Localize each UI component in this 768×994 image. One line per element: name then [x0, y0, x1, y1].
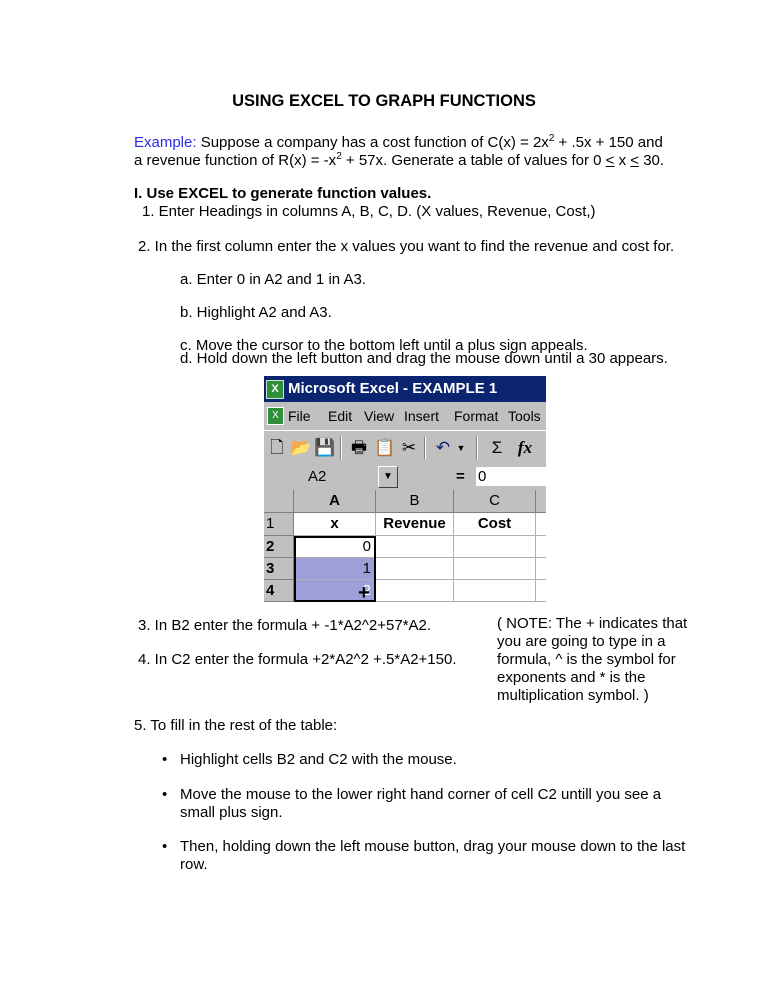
menu-file[interactable]: File: [288, 408, 311, 424]
step-2b: b. Highlight A2 and A3.: [180, 304, 332, 321]
bullet-icon: •: [162, 786, 168, 803]
toolbar-separator: [476, 437, 478, 459]
cell-c4[interactable]: [454, 580, 536, 602]
function-wizard-icon[interactable]: fx: [517, 438, 533, 457]
step-5: 5. To fill in the rest of the table:: [134, 717, 338, 734]
excel-title-bar: X Microsoft Excel - EXAMPLE 1: [264, 376, 546, 402]
step-2c: c. Move the cursor to the bottom left un…: [180, 337, 588, 354]
excel-toolbar: 🗋 📂 💾 🖶 📋 ✂ ↶ ▼ Σ fx: [264, 430, 546, 465]
menu-format[interactable]: Format: [454, 408, 499, 424]
column-header-b[interactable]: B: [376, 490, 454, 513]
cell-c1[interactable]: Cost: [454, 513, 536, 536]
name-box-dropdown-icon[interactable]: ▼: [378, 466, 398, 488]
row-header-3[interactable]: 3: [264, 558, 294, 580]
cell-d3[interactable]: [536, 558, 546, 580]
cell-d2[interactable]: [536, 536, 546, 558]
toolbar-separator: [424, 437, 426, 459]
save-icon[interactable]: 💾: [314, 438, 336, 457]
toolbar-separator: [340, 437, 342, 459]
menu-edit[interactable]: Edit: [328, 408, 353, 424]
step-3: 3. In B2 enter the formula + -1*A2^2+57*…: [138, 617, 432, 634]
example-line-2: a revenue function of R(x) = -x2 + 57x. …: [134, 151, 665, 170]
step-4: 4. In C2 enter the formula +2*A2^2 +.5*A…: [138, 651, 457, 668]
cell-a1[interactable]: x: [294, 513, 376, 536]
cut-icon[interactable]: ✂: [401, 438, 417, 457]
excel-screenshot: X Microsoft Excel - EXAMPLE 1 X File Edi…: [264, 376, 546, 602]
undo-dropdown-icon[interactable]: ▼: [456, 443, 466, 453]
paste-icon[interactable]: 📋: [374, 438, 396, 457]
select-all-corner[interactable]: [264, 490, 294, 513]
cell-b4[interactable]: [376, 580, 454, 602]
step-2a: a. Enter 0 in A2 and 1 in A3.: [180, 271, 366, 288]
example-paragraph: Example: Suppose a company has a cost fu…: [134, 134, 694, 170]
example-label: Example:: [134, 134, 197, 151]
bullet-icon: •: [162, 751, 168, 768]
bullet-icon: •: [162, 838, 168, 855]
step-2: 2. In the first column enter the x value…: [138, 238, 675, 255]
excel-menu-bar: X File Edit View Insert Format Tools: [264, 402, 546, 430]
cell-c2[interactable]: [454, 536, 536, 558]
formula-equals: =: [456, 468, 465, 485]
cell-d1[interactable]: [536, 513, 546, 536]
menu-tools[interactable]: Tools: [508, 408, 541, 424]
step-1: 1. Enter Headings in columns A, B, C, D.…: [142, 203, 596, 220]
fill-handle-plus-icon: +: [358, 582, 370, 604]
row-header-1[interactable]: 1: [264, 513, 294, 536]
page-title: USING EXCEL TO GRAPH FUNCTIONS: [232, 92, 536, 110]
menu-insert[interactable]: Insert: [404, 408, 440, 424]
cell-b2[interactable]: [376, 536, 454, 558]
print-icon[interactable]: 🖶: [350, 438, 368, 457]
example-line-1: Example: Suppose a company has a cost fu…: [134, 133, 663, 152]
column-header-d[interactable]: [536, 490, 546, 513]
formula-input[interactable]: 0: [476, 467, 546, 486]
section-heading: I. Use EXCEL to generate function values…: [134, 185, 432, 202]
cell-d4[interactable]: [536, 580, 546, 602]
step-2d: d. Hold down the left button and drag th…: [180, 350, 668, 367]
excel-logo-icon: X: [266, 380, 284, 399]
row-header-2[interactable]: 2: [264, 536, 294, 558]
autosum-icon[interactable]: Σ: [491, 438, 503, 457]
menu-view[interactable]: View: [364, 408, 395, 424]
row-header-4[interactable]: 4: [264, 580, 294, 602]
cell-b1[interactable]: Revenue: [376, 513, 454, 536]
note: ( NOTE: The + indicates that you are goi…: [497, 615, 688, 704]
cell-a3[interactable]: 1: [294, 558, 376, 580]
excel-window-title: Microsoft Excel - EXAMPLE 1: [288, 380, 498, 397]
formula-bar: A2 ▼ = 0: [264, 464, 546, 490]
column-header-a[interactable]: A: [294, 490, 376, 513]
column-header-c[interactable]: C: [454, 490, 536, 513]
new-document-icon[interactable]: 🗋: [270, 438, 284, 457]
open-folder-icon[interactable]: 📂: [290, 438, 312, 457]
cell-a2[interactable]: 0: [294, 536, 376, 558]
workbook-icon: X: [267, 407, 284, 425]
cell-b3[interactable]: [376, 558, 454, 580]
undo-icon[interactable]: ↶: [435, 438, 451, 457]
cell-c3[interactable]: [454, 558, 536, 580]
name-box[interactable]: A2: [270, 467, 378, 486]
